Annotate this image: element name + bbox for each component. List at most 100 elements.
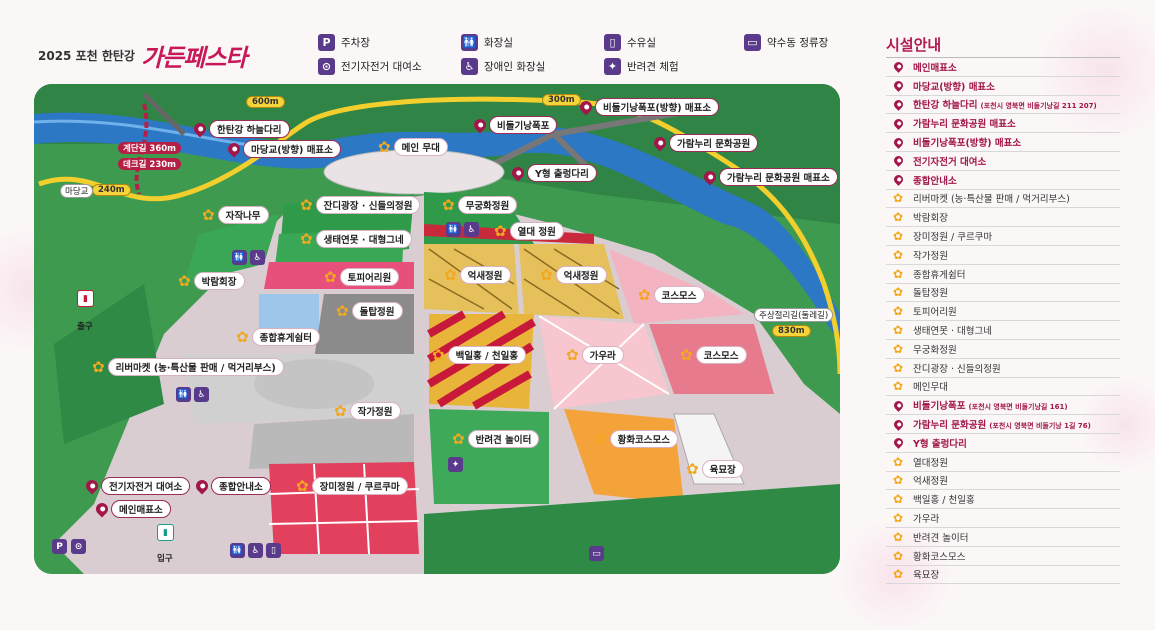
facility-item[interactable]: ✿장미정원 / 쿠르쿠마	[886, 227, 1120, 246]
zone-jakga[interactable]: ✿ 작가정원	[334, 402, 401, 420]
bicycle-icon: ⊙	[318, 58, 335, 75]
zone-jandi[interactable]: ✿ 잔디광장 · 신들의정원	[300, 195, 421, 214]
facility-item[interactable]: ✿작가정원	[886, 246, 1120, 265]
zone-kosmos-1[interactable]: ✿ 코스모스	[638, 286, 705, 304]
zone-yeoldae[interactable]: ✿ 열대 정원	[494, 222, 564, 240]
facility-item[interactable]: 한탄강 하늘다리(포천시 영북면 비둘기낭길 211 207)	[886, 96, 1120, 115]
facility-item[interactable]: ✿메인무대	[886, 378, 1120, 397]
facility-item[interactable]: ✿반려견 놀이터	[886, 528, 1120, 547]
facility-name: 가우라	[913, 514, 940, 526]
flower-icon: ✿	[638, 285, 651, 304]
background-flower	[840, 520, 950, 630]
parking-icon: P	[52, 539, 67, 554]
zone-jaseok[interactable]: ✿ 자작나무	[202, 206, 269, 224]
zone-doltap[interactable]: ✿ 돌탑정원	[336, 302, 403, 320]
festival-map[interactable]: 600m 300m 830m 240m 계단길 360m 데크길 230m 마당…	[34, 84, 840, 574]
pet-icon: ✦	[448, 457, 463, 472]
restroom-icon: 🚻	[232, 250, 247, 265]
pin-ebike[interactable]: 전기자전거 대여소	[83, 477, 191, 495]
flower-icon: ✿	[892, 473, 904, 488]
zone-topiary[interactable]: ✿ 토피어리원	[324, 268, 400, 286]
facility-item[interactable]: 비둘기낭폭포(포천시 영북면 비둘기낭길 161)	[886, 396, 1120, 416]
facility-item[interactable]: ✿박람회장	[886, 208, 1120, 228]
facility-name: 한탄강 하늘다리(포천시 영북면 비둘기낭길 211 207)	[913, 100, 1097, 112]
legend-label: 수유실	[627, 37, 656, 49]
festival-brand: 2025 포천 한탄강 가든페스타	[38, 38, 247, 73]
zone-eoksae-2[interactable]: ✿ 억새정원	[540, 266, 607, 284]
facility-name: 전기자전거 대여소	[913, 156, 987, 168]
distance-300m: 300m	[542, 94, 581, 106]
facility-item[interactable]: ✿무궁화정원	[886, 340, 1120, 359]
location-pin-icon	[225, 140, 243, 158]
legend-label: 주차장	[341, 37, 370, 49]
zone-eoksae-1[interactable]: ✿ 억새정원	[444, 266, 511, 284]
facility-item[interactable]: 비둘기낭폭포(방향) 매표소	[886, 133, 1120, 152]
accessible-restroom-icon: ♿	[194, 387, 209, 402]
facility-item[interactable]: Y형 출렁다리	[886, 434, 1120, 453]
facility-name: 종합휴게쉼터	[913, 269, 966, 281]
zone-main-stage[interactable]: ✿ 메인 무대	[378, 138, 448, 156]
facility-address: (포천시 영북면 비둘기낭길 161)	[968, 403, 1068, 412]
facility-item[interactable]: ✿생태연못 · 대형그네	[886, 321, 1120, 340]
flower-icon: ✿	[892, 247, 904, 262]
flower-icon: ✿	[892, 492, 904, 507]
accessible-restroom-icon: ♿	[250, 250, 265, 265]
flower-icon: ✿	[178, 271, 191, 290]
pin-hanuldari[interactable]: 한탄강 하늘다리	[191, 120, 290, 138]
facility-name: 백일홍 / 천일홍	[913, 495, 975, 507]
facility-item[interactable]: 종합안내소	[886, 171, 1120, 190]
zone-baekil[interactable]: ✿ 백일홍 / 천일홍	[432, 346, 527, 364]
flower-icon: ✿	[892, 360, 904, 375]
zone-gaura[interactable]: ✿ 가우라	[566, 346, 624, 364]
restroom-icon: 🚻	[230, 543, 245, 558]
flower-icon: ✿	[494, 221, 507, 240]
facility-item[interactable]: 전기자전거 대여소	[886, 152, 1120, 171]
zone-rest[interactable]: ✿ 종합휴게쉼터	[236, 328, 321, 346]
facility-name: 잔디광장 · 신들의정원	[913, 363, 1001, 375]
zone-saengtae[interactable]: ✿ 생태연못 · 대형그네	[300, 230, 412, 248]
facility-item[interactable]: ✿돌탑정원	[886, 284, 1120, 303]
facility-item[interactable]: 가람누리 문화공원 매표소	[886, 114, 1120, 134]
facility-item[interactable]: ✿ 백일홍 / 천일홍	[886, 490, 1120, 510]
facility-item[interactable]: ✿토피어리원	[886, 302, 1120, 322]
zone-mugung[interactable]: ✿ 무궁화정원	[442, 196, 518, 214]
flower-icon: ✿	[892, 511, 904, 526]
location-pin-icon	[891, 398, 905, 412]
pin-y-bridge[interactable]: Y형 출렁다리	[509, 164, 597, 182]
facility-item[interactable]: ✿종합휴게쉼터	[886, 265, 1120, 284]
bus-icon: ▭	[589, 546, 604, 561]
accessible-restroom-icon: ♿	[461, 58, 478, 75]
facility-item[interactable]: 가람누리 문화공원(포천시 영북면 비둘기낭 1길 76)	[886, 415, 1120, 434]
distance-830m: 830m	[772, 325, 811, 337]
pin-madang-ticket[interactable]: 마당교(방향) 매표소	[225, 140, 341, 158]
facility-item[interactable]: ✿ 가우라	[886, 509, 1120, 528]
pin-info-center[interactable]: 종합안내소	[193, 477, 271, 495]
pin-garamnuri[interactable]: 가람누리 문화공원	[651, 134, 759, 152]
pin-bidulgi-falls[interactable]: 비둘기낭폭포	[471, 116, 558, 134]
zone-bannyeon[interactable]: ✿ 반려견 놀이터	[452, 430, 540, 448]
zone-market[interactable]: ✿ 리버마켓 (농·특산물 판매 / 먹거리부스)	[92, 358, 284, 376]
flower-icon: ✿	[300, 195, 313, 214]
facility-item[interactable]: ✿억새정원	[886, 472, 1120, 491]
location-pin-icon	[83, 477, 101, 495]
facility-item[interactable]: ✿리버마켓 (농·특산물 판매 / 먹거리부스)	[886, 190, 1120, 209]
zone-jangmi[interactable]: ✿ 장미정원 / 쿠르쿠마	[296, 477, 408, 495]
facility-item[interactable]: 메인매표소	[886, 58, 1120, 77]
pin-bidulgi-ticket[interactable]: 비둘기낭폭포(방향) 매표소	[577, 98, 720, 116]
flower-icon: ✿	[892, 341, 904, 356]
flower-icon: ✿	[594, 429, 607, 448]
zone-kosmos-2[interactable]: ✿ 코스모스	[680, 346, 747, 364]
facility-item[interactable]: ✿황화코스모스	[886, 547, 1120, 566]
pin-main-ticket[interactable]: 메인매표소	[93, 500, 171, 518]
facility-item[interactable]: ✿열대정원	[886, 453, 1120, 472]
flower-icon: ✿	[540, 265, 553, 284]
facility-item[interactable]: ✿ 잔디광장 · 신들의정원	[886, 359, 1120, 378]
facility-name: 토피어리원	[913, 307, 957, 319]
zone-bakram[interactable]: ✿ 박람회장	[178, 272, 245, 290]
location-pin-icon	[891, 116, 905, 130]
facility-item[interactable]: 마당교(방향) 매표소	[886, 77, 1120, 96]
facility-item[interactable]: ✿육묘장	[886, 566, 1120, 585]
zone-yukmyo[interactable]: ✿ 육묘장	[686, 460, 744, 478]
pin-garamnuri-ticket[interactable]: 가람누리 문화공원 매표소	[701, 168, 838, 186]
zone-hwanghwa[interactable]: ✿ 황화코스모스	[594, 429, 679, 448]
